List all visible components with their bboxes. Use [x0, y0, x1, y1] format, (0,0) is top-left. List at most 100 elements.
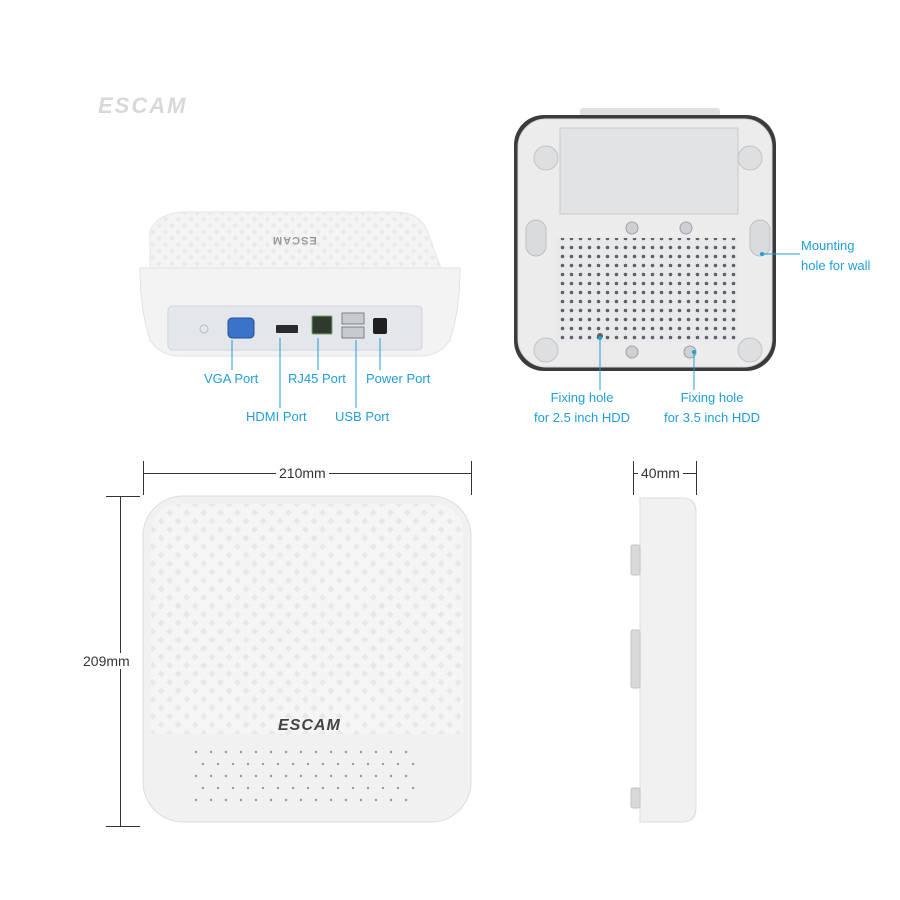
hdd35-line1: Fixing hole	[680, 390, 744, 405]
vent-dot	[404, 798, 408, 802]
vent-dot	[239, 750, 243, 754]
vent-dot	[224, 750, 228, 754]
vent-dot	[351, 762, 355, 766]
vent-dot	[276, 786, 280, 790]
rj45-port-label: RJ45 Port	[288, 371, 346, 386]
vent-dot	[231, 762, 235, 766]
vent-dot	[269, 774, 273, 778]
width-dimension-label: 210mm	[276, 465, 329, 481]
vent-dot	[396, 762, 400, 766]
hdd25-line2: for 2.5 inch HDD	[533, 410, 631, 425]
vent-dot	[209, 774, 213, 778]
vent-dot	[404, 750, 408, 754]
vent-dot	[269, 750, 273, 754]
vent-dot	[246, 762, 250, 766]
vent-dot	[314, 750, 318, 754]
mounting-hole-line2: hole for wall	[801, 258, 871, 273]
vent-dot	[344, 798, 348, 802]
vent-dot	[329, 750, 333, 754]
vent-dot	[411, 786, 415, 790]
top-device-logo: ESCAM	[278, 717, 341, 734]
vent-dot	[276, 762, 280, 766]
vent-dot	[321, 762, 325, 766]
vent-dot	[299, 798, 303, 802]
power-port-label: Power Port	[366, 371, 431, 386]
vent-dot	[404, 774, 408, 778]
vent-dot	[194, 798, 198, 802]
vent-dot	[351, 786, 355, 790]
vent-dot	[344, 750, 348, 754]
vent-dot	[284, 774, 288, 778]
vent-dot	[261, 762, 265, 766]
vent-dot	[239, 798, 243, 802]
vent-dot	[201, 786, 205, 790]
mounting-hole-line1: Mounting	[801, 238, 855, 253]
vent-dot	[239, 774, 243, 778]
vent-dot	[224, 798, 228, 802]
vent-dot	[201, 762, 205, 766]
vent-dot	[224, 774, 228, 778]
vent-dot	[209, 750, 213, 754]
vent-dot	[381, 786, 385, 790]
vent-dot	[389, 774, 393, 778]
vent-dot	[299, 774, 303, 778]
vent-dot	[269, 798, 273, 802]
vent-dot	[396, 786, 400, 790]
vent-dot	[284, 750, 288, 754]
vga-port-label: VGA Port	[204, 371, 259, 386]
vent-dot	[216, 762, 220, 766]
vent-dot	[291, 786, 295, 790]
depth-dimension-tick-right	[696, 461, 697, 495]
vent-dot	[314, 774, 318, 778]
vent-dot	[306, 762, 310, 766]
vent-dot	[329, 798, 333, 802]
vent-dot	[359, 798, 363, 802]
height-dimension-tick-bottom	[106, 826, 140, 827]
vent-dot	[284, 798, 288, 802]
hdd25-fixing-label: Fixing hole for 2.5 inch HDD	[532, 388, 632, 428]
vent-dot	[374, 774, 378, 778]
vent-dot	[366, 786, 370, 790]
vent-dot	[411, 762, 415, 766]
vent-dot	[254, 750, 258, 754]
width-dimension-tick-left	[143, 461, 144, 495]
vent-dot	[389, 750, 393, 754]
brand-logo-text: ESCAM	[98, 93, 188, 118]
vent-dot	[299, 750, 303, 754]
vent-dot	[306, 786, 310, 790]
vent-dot	[231, 786, 235, 790]
vent-dot	[374, 750, 378, 754]
vent-dot	[216, 786, 220, 790]
vent-dot	[366, 762, 370, 766]
vent-dot	[254, 774, 258, 778]
width-dimension-tick-right	[471, 461, 472, 495]
vent-dot	[194, 774, 198, 778]
vent-dot	[246, 786, 250, 790]
vent-dot	[389, 798, 393, 802]
vent-dot	[359, 750, 363, 754]
vent-dot	[261, 786, 265, 790]
hdd35-fixing-label: Fixing hole for 3.5 inch HDD	[662, 388, 762, 428]
usb-port-label: USB Port	[335, 409, 390, 424]
height-dimension-tick-top	[106, 496, 140, 497]
hdd35-line2: for 3.5 inch HDD	[663, 410, 761, 425]
hdd25-line1: Fixing hole	[550, 390, 614, 405]
vent-dot	[314, 798, 318, 802]
vent-dot	[359, 774, 363, 778]
vent-dot	[291, 762, 295, 766]
vent-dot	[336, 762, 340, 766]
hdmi-port-label: HDMI Port	[246, 409, 307, 424]
vent-dot	[209, 798, 213, 802]
vent-dot	[336, 786, 340, 790]
vent-dot	[344, 774, 348, 778]
vent-dot	[374, 798, 378, 802]
vent-dot	[194, 750, 198, 754]
depth-dimension-label: 40mm	[638, 465, 683, 481]
mounting-hole-label: Mounting hole for wall	[801, 236, 870, 276]
vent-dot	[381, 762, 385, 766]
height-dimension-label: 209mm	[80, 653, 133, 669]
